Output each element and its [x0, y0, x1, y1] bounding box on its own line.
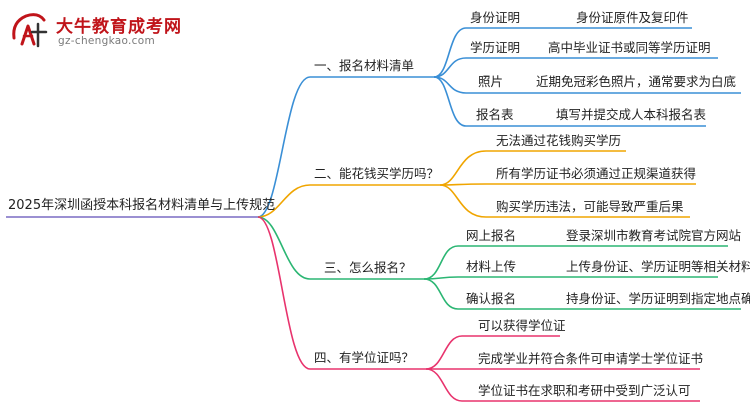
site-logo[interactable]: 大牛教育成考网 gz-chengkao.com	[8, 8, 198, 52]
apply-online-detail: 登录深圳市教育考试院官方网站	[566, 228, 742, 243]
materials-photo-label: 照片	[478, 74, 504, 89]
materials-id-proof-detail: 身份证原件及复印件	[576, 10, 689, 25]
branch-how-to-apply: 三、怎么报名？	[324, 260, 412, 275]
branch-degree-certificate: 四、有学位证吗？	[314, 350, 415, 365]
apply-upload-label: 材料上传	[466, 259, 517, 274]
buy-degree-item-2: 所有学历证书必须通过正规渠道获得	[496, 166, 697, 181]
degree-item-2: 完成学业并符合条件可申请学士学位证书	[478, 351, 704, 366]
apply-confirm-detail: 持身份证、学历证明到指定地点确认	[566, 291, 750, 306]
branch-materials-list: 一、报名材料清单	[314, 58, 415, 73]
mindmap-root: 2025年深圳函授本科报名材料清单与上传规范	[8, 198, 276, 213]
degree-item-1: 可以获得学位证	[478, 318, 566, 333]
buy-degree-item-3: 购买学历违法，可能导致严重后果	[496, 199, 684, 214]
materials-education-proof-detail: 高中毕业证书或同等学历证明	[548, 40, 711, 55]
materials-photo-detail: 近期免冠彩色照片，通常要求为白底	[536, 74, 737, 89]
materials-education-proof-label: 学历证明	[470, 40, 521, 55]
logo-title: 大牛教育成考网	[56, 17, 182, 37]
branch-buy-degree: 二、能花钱买学历吗？	[314, 166, 440, 181]
degree-item-3: 学位证书在求职和考研中受到广泛认可	[478, 383, 691, 398]
materials-id-proof-label: 身份证明	[470, 10, 521, 25]
materials-form-detail: 填写并提交成人本科报名表	[556, 107, 707, 122]
apply-confirm-label: 确认报名	[466, 291, 517, 306]
logo-url: gz-chengkao.com	[58, 35, 156, 47]
apply-online-label: 网上报名	[466, 228, 517, 243]
materials-form-label: 报名表	[476, 107, 514, 122]
apply-upload-detail: 上传身份证、学历证明等相关材料	[566, 259, 750, 274]
buy-degree-item-1: 无法通过花钱购买学历	[496, 133, 622, 148]
logo-mark-icon	[12, 13, 48, 48]
